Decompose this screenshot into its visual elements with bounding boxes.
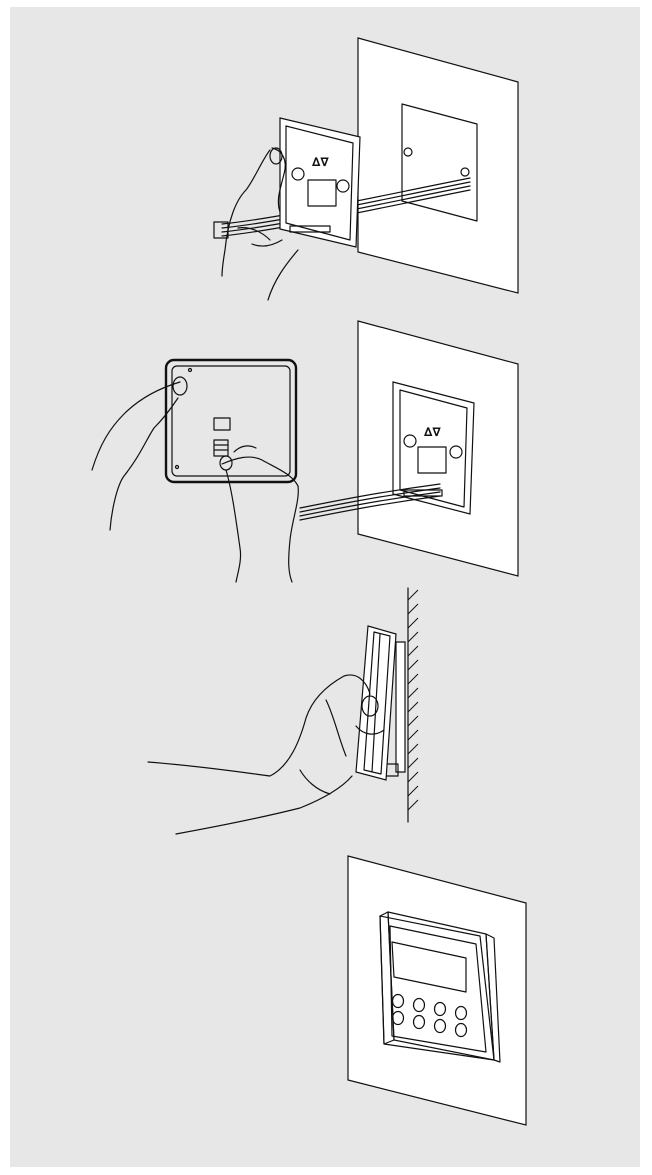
step-1-thread-cable: ∆∇ xyxy=(214,38,518,300)
step-1-back-plate: ∆∇ xyxy=(280,118,360,247)
step-2-hands xyxy=(92,377,298,582)
step-3-back-plate xyxy=(396,642,405,772)
step-1-plate-marking: ∆∇ xyxy=(312,155,329,169)
step-3-hand xyxy=(148,675,384,834)
step-3-wall-hatching xyxy=(408,590,418,810)
step-2-plug-connector: ∆∇ xyxy=(92,321,518,582)
step-2-back-plate: ∆∇ xyxy=(393,382,474,514)
step-3-snap-controller xyxy=(148,588,418,834)
step-4-installed xyxy=(348,856,526,1125)
svg-text:∆∇: ∆∇ xyxy=(424,425,441,439)
step-2-controller-back xyxy=(166,360,296,482)
step-4-controller xyxy=(380,912,500,1062)
step-1-wall-panel xyxy=(358,38,518,293)
